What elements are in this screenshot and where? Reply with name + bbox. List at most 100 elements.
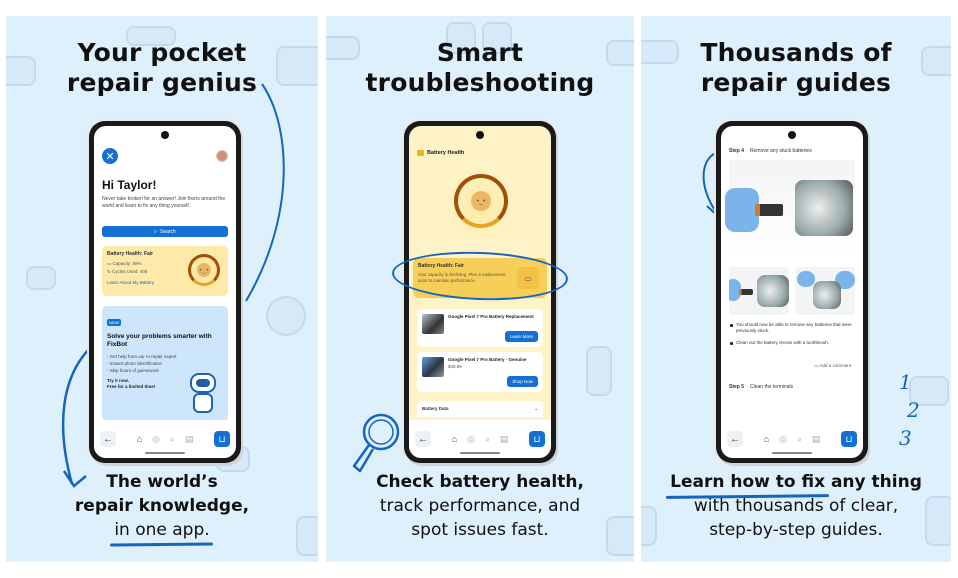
greeting: Hi Taylor! (102, 178, 157, 192)
caption-bold-rest: any thing (825, 472, 922, 492)
step-thumbnail-2[interactable] (795, 267, 855, 315)
cart-icon: ⊔ (218, 433, 226, 444)
cycles-value: Cycles Used: 405 (112, 269, 148, 274)
learn-more-button[interactable]: Learn More (504, 331, 538, 342)
camera-notch (476, 131, 484, 139)
screen-title: Battery Health (427, 150, 465, 156)
neutral-face-icon: •_• (471, 191, 491, 211)
step-bullets: You should now be able to remove any bat… (729, 322, 855, 352)
new-badge: NEW! (107, 319, 122, 326)
bullet-text: Get help from our AI repair expert (109, 354, 177, 359)
store-icon[interactable]: ▤ (499, 433, 509, 444)
step-title: Clean the terminals (750, 384, 794, 390)
cart-button[interactable]: ⊔ (841, 431, 857, 447)
product-image (422, 314, 444, 334)
battery-gauge-ring (454, 174, 508, 228)
bullet-item: You should now be able to remove any bat… (729, 322, 855, 334)
cart-button[interactable]: ⊔ (529, 431, 545, 447)
product-card[interactable]: Google Pixel 7 Pro Battery Replacement L… (417, 309, 543, 347)
home-indicator (772, 452, 812, 454)
devices-icon[interactable]: ◎ (152, 433, 160, 444)
search-label: Search (159, 228, 176, 235)
caption-bold-1: Check battery health, (376, 472, 584, 492)
add-comment-button[interactable]: ▭ Add a comment (814, 363, 851, 369)
fixbot-cta: Try it now. Free for a limited time! (107, 378, 223, 390)
bullet-text: Instant photo identification (109, 361, 163, 366)
cta-line-1: Try it now. (107, 378, 130, 383)
store-icon[interactable]: ▤ (184, 433, 194, 444)
caption: Learn how to fix any thing with thousand… (641, 470, 951, 542)
product-image (422, 357, 444, 377)
home-icon[interactable]: ⌂ (451, 433, 457, 444)
caption: Check battery health, track performance,… (326, 470, 634, 542)
battery-health-card[interactable]: Battery Health: Fair ▭ Capacity: 89% ↻ C… (102, 246, 228, 296)
cycles-row: ↻ Cycles Used: 405 (107, 269, 148, 274)
battery-data-accordion[interactable]: Battery Data ⌄ (417, 401, 543, 417)
product-name: Google Pixel 7 Pro Battery - Genuine (448, 357, 527, 362)
search-icon[interactable]: ⌕ (484, 433, 490, 444)
search-button[interactable]: ⌕ Search (102, 226, 228, 237)
caption-line-3: spot issues fast. (411, 520, 549, 540)
comment-icon: ▭ (814, 363, 819, 368)
bullet-text: Skip hours of guesswork (109, 368, 159, 373)
headline: Your pocket repair genius (6, 38, 318, 98)
avatar[interactable] (216, 150, 228, 162)
back-button[interactable]: ← (727, 431, 743, 447)
bottom-nav: ← ⌂ ◎ ⌕ ▤ ⊔ (409, 420, 551, 458)
caption-line-3: step-by-step guides. (709, 520, 883, 540)
panel-pocket-repair-genius: Your pocket repair genius ✕ Hi Taylor! N… (6, 16, 318, 562)
cart-button[interactable]: ⊔ (214, 431, 230, 447)
add-comment-label: Add a comment (819, 363, 851, 368)
home-icon[interactable]: ⌂ (136, 433, 142, 444)
battery-warning-icon: ▭ (517, 267, 539, 289)
panel-smart-troubleshooting: Smart troubleshooting Battery Health •_•… (326, 16, 634, 562)
step-main-image[interactable] (725, 160, 855, 260)
neutral-face-icon: •‿• (197, 263, 211, 277)
headline: Smart troubleshooting (326, 38, 634, 98)
cart-icon: ⊔ (533, 433, 541, 444)
status-title: Battery Health: Fair (418, 263, 465, 269)
devices-icon[interactable]: ◎ (779, 433, 787, 444)
chevron-down-icon: ⌄ (534, 406, 538, 411)
back-arrow-icon: ← (730, 433, 740, 445)
fixbot-bullet: - Get help from our AI repair expert (107, 354, 177, 359)
annotation-1: 1 (899, 370, 912, 394)
devices-icon[interactable]: ◎ (467, 433, 475, 444)
caption: The world’s repair knowledge, in one app… (6, 470, 318, 542)
store-icon[interactable]: ▤ (811, 433, 821, 444)
phone-mockup: Battery Health •_• Battery Health: Fair … (404, 121, 556, 463)
battery-gauge-ring (188, 254, 220, 286)
caption-underlined: Learn how to fix (670, 472, 826, 492)
headline-line-2: repair genius (66, 68, 258, 97)
headline-line-2: troubleshooting (365, 68, 595, 97)
step-title: Remove any stuck batteries (750, 148, 812, 154)
home-icon[interactable]: ⌂ (763, 433, 769, 444)
capacity-row: ▭ Capacity: 89% (107, 261, 142, 266)
back-button[interactable]: ← (415, 431, 431, 447)
headline-line-1: Thousands of (700, 38, 892, 67)
search-icon[interactable]: ⌕ (169, 433, 175, 444)
battery-status-card[interactable]: Battery Health: Fair Your capacity is de… (413, 258, 547, 298)
headline: Thousands of repair guides (641, 38, 951, 98)
caption-bold-2: repair knowledge, (74, 496, 250, 516)
bottom-nav: ← ⌂ ◎ ⌕ ▤ ⊔ (94, 420, 236, 458)
learn-battery-link[interactable]: Learn About My Battery (107, 280, 155, 285)
status-description: Your capacity is declining. Plan a repla… (418, 272, 506, 283)
app-logo-icon: ✕ (102, 148, 118, 164)
shop-now-button[interactable]: Shop Now (507, 376, 538, 387)
camera-notch (788, 131, 796, 139)
product-card[interactable]: Google Pixel 7 Pro Battery - Genuine $49… (417, 352, 543, 392)
fixbot-promo-card[interactable]: NEW! Solve your problems smarter with Fi… (102, 306, 228, 421)
capacity-value: Capacity: 89% (112, 261, 142, 266)
back-button[interactable]: ← (100, 431, 116, 447)
headline-line-2: repair guides (700, 68, 892, 97)
fixbot-title: Solve your problems smarter with FixBot (107, 333, 212, 348)
caption-line-2: with thousands of clear, (693, 496, 899, 516)
bottom-nav: ← ⌂ ◎ ⌕ ▤ ⊔ (721, 420, 863, 458)
fixbot-bullet: - Skip hours of guesswork (107, 368, 159, 373)
search-icon[interactable]: ⌕ (796, 433, 802, 444)
step-thumbnail-1[interactable] (729, 267, 789, 315)
